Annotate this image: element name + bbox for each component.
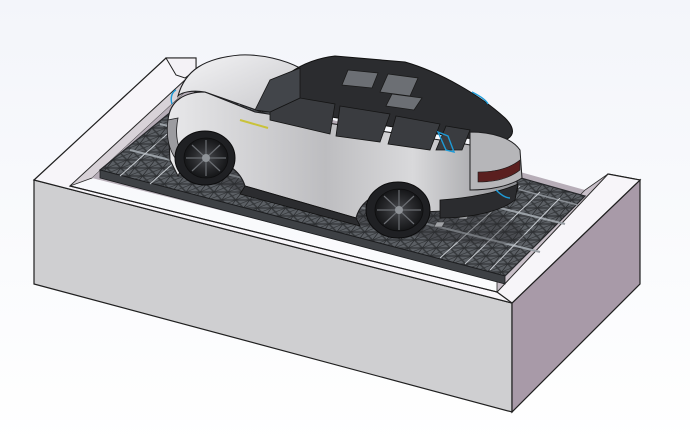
front-wheel[interactable] <box>174 130 236 186</box>
suv-car-model[interactable] <box>148 54 531 265</box>
side-windows <box>269 97 471 151</box>
windshield <box>254 67 301 113</box>
front-hub <box>202 154 210 162</box>
rear-hub <box>395 206 403 214</box>
body-accent-line <box>239 119 269 129</box>
tail-light <box>477 159 521 183</box>
platform-front-beam <box>99 169 506 285</box>
sunroof <box>341 69 423 111</box>
pit-front-ledge <box>69 185 498 293</box>
selected-edge-highlights <box>170 89 511 199</box>
side-sill <box>239 185 361 227</box>
rear-wheel[interactable] <box>365 181 431 239</box>
